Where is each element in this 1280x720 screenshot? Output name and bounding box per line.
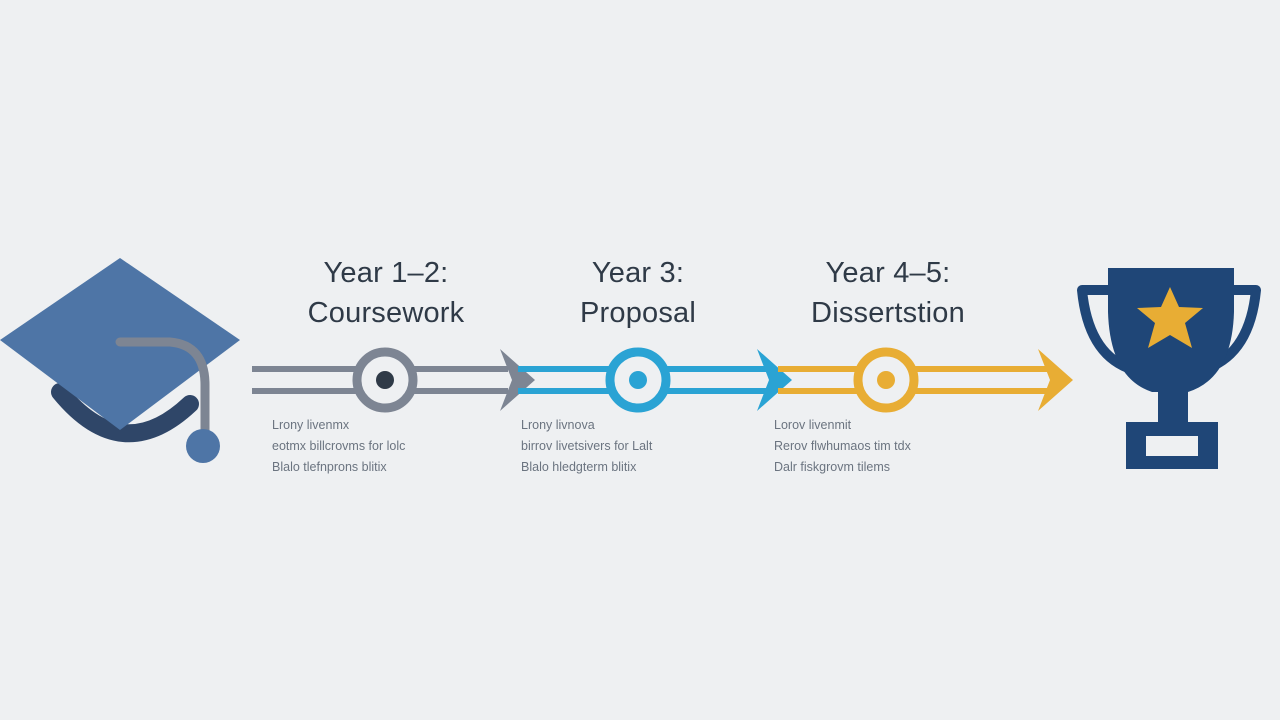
stage-2-arrow	[518, 347, 792, 413]
stage-1-title-line1: Year 1–2:	[323, 257, 449, 289]
stage-2-desc-line: Lrony livnova	[521, 418, 595, 432]
stage-3-title: Year 4–5: Dissertstion	[758, 253, 1018, 333]
stage-3-desc-line: Dalr fiskgrovm tilems	[774, 460, 890, 474]
stage-1-desc-line: Lrony livenmx	[272, 418, 350, 432]
stage-2-title-line1: Year 3:	[591, 257, 685, 289]
stage-3-desc-line: Lorov livenmit	[774, 418, 852, 432]
stage-2-description: Lrony livnova birrov livetsivers for Lal…	[521, 415, 741, 478]
stage-2-desc-line: Blalo hledgterm blitix	[521, 460, 637, 474]
stage-3-title-line1: Year 4–5:	[825, 257, 951, 289]
graduation-cap-icon	[0, 258, 240, 463]
stage-1-title: Year 1–2: Coursework	[256, 253, 516, 333]
stage-3-arrow	[778, 347, 1073, 413]
stage-1-desc-line: Blalo tlefnprons blitix	[272, 460, 387, 474]
stage-2-title: Year 3: Proposal	[508, 253, 768, 333]
stage-1-title-line2: Coursework	[307, 297, 465, 329]
trophy-icon	[1077, 268, 1261, 469]
stage-2-desc-line: birrov livetsivers for Lalt	[521, 439, 653, 453]
stage-3-description: Lorov livenmit Rerov flwhumaos tim tdx D…	[774, 415, 994, 478]
stage-1-desc-line: eotmx billcrovms for lolc	[272, 439, 406, 453]
stage-1-description: Lrony livenmx eotmx billcrovms for lolc …	[272, 415, 492, 478]
stage-3-desc-line: Rerov flwhumaos tim tdx	[774, 439, 911, 453]
stage-3-title-line2: Dissertstion	[811, 297, 965, 329]
stage-1-arrow	[252, 347, 535, 413]
stage-2-title-line2: Proposal	[579, 297, 697, 329]
